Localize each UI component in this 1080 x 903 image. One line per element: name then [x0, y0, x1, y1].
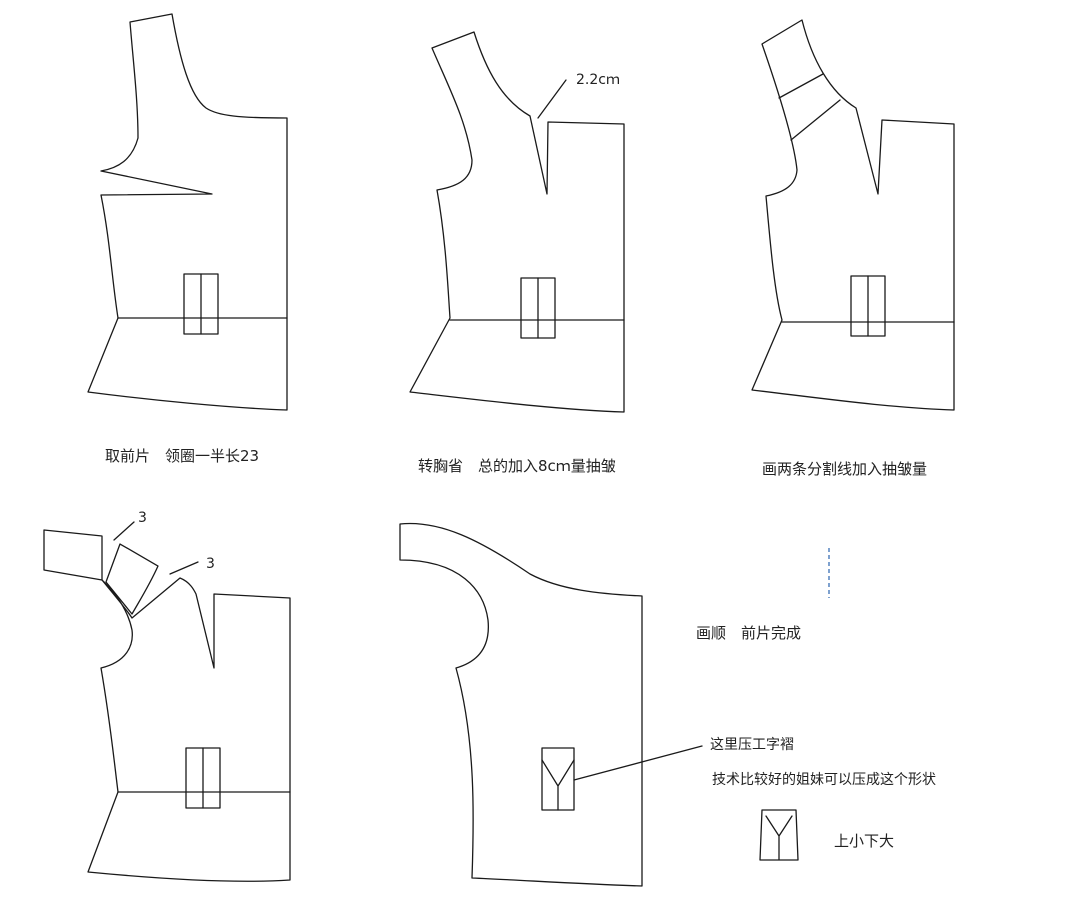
caption-step-3: 画两条分割线加入抽皱量	[762, 460, 927, 478]
caption-step-2: 转胸省 总的加入8cｍ量抽皱	[418, 457, 616, 475]
yoke-piece-b	[105, 543, 159, 615]
pleat-note: 这里压工字褶	[710, 736, 794, 753]
front-piece-outline	[87, 13, 288, 411]
tapered-pleat-shape	[759, 809, 799, 861]
dim-leader	[537, 79, 567, 119]
panel-5-final-front: 这里压工字褶 技术比较好的姐妹可以压成这个形状 上小下大 画顺 前片完成	[399, 522, 936, 887]
front-piece-outline	[87, 577, 291, 882]
front-piece-outline	[751, 19, 955, 411]
caption-step-1: 取前片 领圈一半长23	[105, 447, 259, 465]
panel-3-split-lines: 画两条分割线加入抽皱量	[751, 19, 955, 478]
final-front-outline	[399, 522, 643, 887]
dim-3-a: 3	[138, 510, 147, 526]
dim-leader-b	[169, 561, 199, 575]
dim-3-b: 3	[206, 556, 215, 572]
split-line-upper	[778, 73, 824, 99]
shape-note: 上小下大	[834, 832, 894, 850]
dim-leader-a	[113, 521, 135, 541]
box-pleat-v	[541, 759, 575, 811]
dim-2-2cm: 2.2cｍ	[576, 72, 620, 88]
advanced-note: 技术比较好的姐妹可以压成这个形状	[712, 771, 936, 788]
yoke-piece-a	[43, 529, 103, 581]
split-line-lower	[790, 99, 841, 141]
panel-2-dart-transfer: 2.2cｍ 转胸省 总的加入8cｍ量抽皱	[409, 31, 625, 475]
pleat-leader	[573, 745, 703, 781]
caption-step-5: 画顺 前片完成	[696, 624, 801, 642]
front-piece-outline	[409, 31, 625, 413]
panel-1-front-piece: 取前片 领圈一半长23	[87, 13, 288, 465]
panel-4-spread: 3 3	[43, 510, 291, 882]
